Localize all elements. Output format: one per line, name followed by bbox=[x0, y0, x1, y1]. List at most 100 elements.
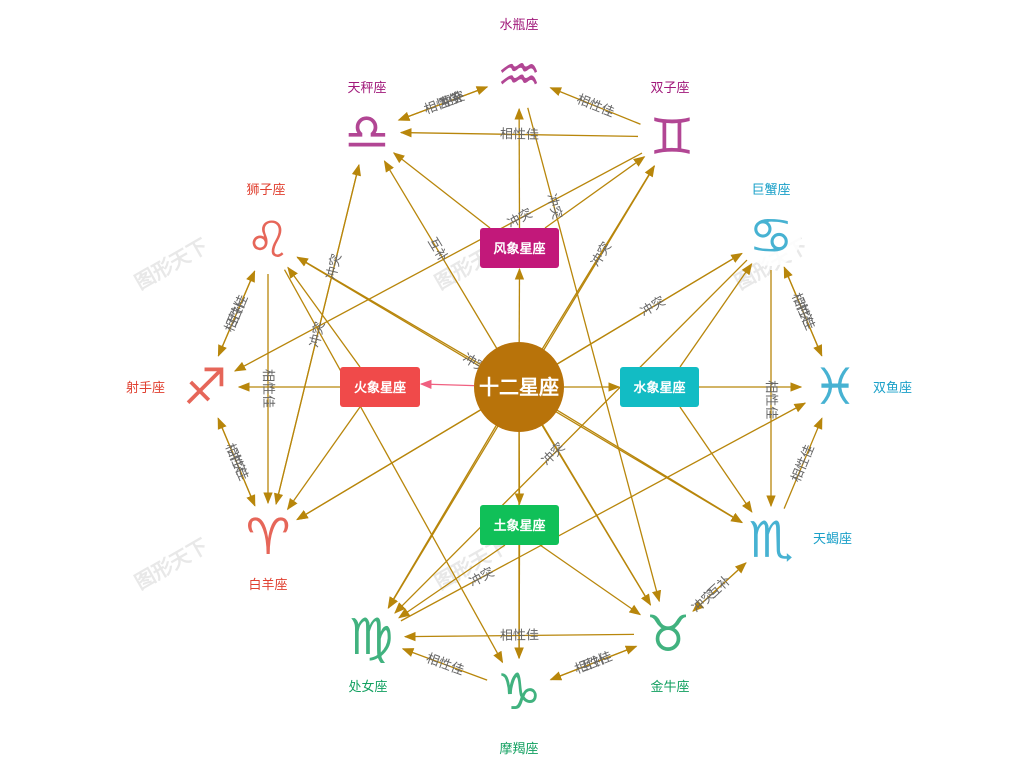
gemini-icon: ♊ bbox=[650, 108, 695, 166]
edge-sagittarius-leo-6 bbox=[217, 270, 256, 357]
sign-layer: ♒ 水瓶座 ♊ 双子座 ♎ 天秤座 ♋ 巨蟹座 ♓双鱼座 ♏ 天蝎座 ♌ 狮子座 ♐ 射手座 ♈ 白羊座 ♍ 处女座… bbox=[126, 18, 912, 757]
edge-fire-leo bbox=[287, 266, 361, 368]
virgo-icon: ♍ bbox=[349, 608, 394, 666]
capricorn-icon: ♑ bbox=[497, 663, 542, 721]
edge-taurus-scorpio-30 bbox=[692, 562, 747, 612]
edge-aries-libra-19 bbox=[275, 163, 361, 505]
edge-water-scorpio bbox=[679, 406, 753, 513]
element-node-earth[interactable]: 土象星座 bbox=[480, 505, 559, 545]
watermark: 图形天下 bbox=[131, 534, 212, 595]
sign-backdrop bbox=[741, 510, 801, 570]
element-label-air: 风象星座 bbox=[493, 241, 545, 257]
edge-label-good: 相性佳 bbox=[500, 628, 539, 643]
sign-label-leo: 狮子座 bbox=[246, 183, 285, 198]
scorpio-icon: ♏ bbox=[749, 511, 794, 569]
element-node-water[interactable]: 水象星座 bbox=[620, 367, 699, 407]
edge-label-complement: 互补 bbox=[424, 235, 450, 265]
edge-water-cancer bbox=[679, 262, 753, 368]
sign-backdrop bbox=[238, 210, 298, 270]
edge-pisces-cancer-11 bbox=[783, 266, 823, 356]
sign-backdrop bbox=[489, 662, 549, 722]
edge-earth-taurus bbox=[539, 544, 642, 616]
edge-label-conflict: 冲突 bbox=[437, 88, 467, 112]
sign-label-pisces: 双鱼座 bbox=[873, 380, 912, 396]
edge-leo-capricorn-24 bbox=[283, 269, 504, 664]
edge-air-libra bbox=[392, 152, 491, 229]
sign-node-leo[interactable]: ♌ 狮子座 bbox=[238, 183, 298, 270]
edge-label-good: 相性佳 bbox=[574, 92, 616, 121]
edge-label-conflict: 冲突 bbox=[543, 192, 565, 221]
edge-earth-virgo bbox=[398, 544, 506, 619]
edge-label-conflict: 冲突 bbox=[638, 293, 669, 320]
edge-label-good: 相性佳 bbox=[424, 651, 466, 679]
center-node[interactable]: 十二星座 bbox=[474, 342, 564, 432]
edge-capricorn-taurus-17 bbox=[550, 645, 638, 681]
aquarius-icon: ♒ bbox=[497, 46, 542, 104]
sign-backdrop bbox=[489, 45, 549, 105]
sign-node-aries[interactable]: ♈ 白羊座 bbox=[238, 507, 298, 593]
sign-node-capricorn[interactable]: ♑ 摩羯座 bbox=[489, 662, 549, 757]
edge-aquarius-libra-4 bbox=[397, 86, 488, 121]
sign-backdrop bbox=[638, 604, 698, 664]
edge-scorpio-pisces-12 bbox=[783, 417, 823, 509]
element-label-earth: 土象星座 bbox=[493, 518, 545, 534]
sign-node-scorpio[interactable]: ♏ 天蝎座 bbox=[741, 510, 852, 570]
sign-label-aquarius: 水瓶座 bbox=[499, 18, 538, 33]
libra-icon: ♎ bbox=[345, 103, 390, 161]
edge-cancer-virgo-23 bbox=[394, 259, 748, 614]
edge-gemini-sagittarius-22 bbox=[233, 152, 643, 372]
sign-label-libra: 天秤座 bbox=[347, 81, 386, 96]
sign-label-sagittarius: 射手座 bbox=[126, 380, 165, 396]
sign-label-aries: 白羊座 bbox=[248, 577, 287, 593]
element-node-fire[interactable]: 火象星座 bbox=[340, 367, 420, 407]
sign-node-taurus[interactable]: ♉ 金牛座 bbox=[638, 604, 698, 695]
edge-air-gemini bbox=[544, 156, 646, 229]
edge-label-good: 相性佳 bbox=[500, 127, 539, 143]
sign-backdrop bbox=[805, 357, 865, 417]
cancer-icon: ♋ bbox=[749, 207, 794, 265]
edge-label-conflict: 冲突 bbox=[307, 320, 329, 349]
edge-center-fire bbox=[419, 379, 475, 390]
sign-label-gemini: 双子座 bbox=[650, 81, 689, 96]
edge-label-good: 相性佳 bbox=[763, 380, 778, 419]
watermark: 图形天下 bbox=[131, 234, 212, 295]
sign-backdrop bbox=[741, 206, 801, 266]
sign-backdrop bbox=[642, 107, 702, 167]
sign-node-libra[interactable]: ♎ 天秤座 bbox=[337, 81, 397, 162]
sign-backdrop bbox=[341, 607, 401, 667]
sign-node-aquarius[interactable]: ♒ 水瓶座 bbox=[489, 18, 549, 105]
leo-icon: ♌ bbox=[246, 211, 291, 269]
sign-label-capricorn: 摩羯座 bbox=[499, 741, 538, 757]
sign-node-virgo[interactable]: ♍ 处女座 bbox=[341, 607, 401, 695]
sign-node-gemini[interactable]: ♊ 双子座 bbox=[642, 81, 702, 167]
sign-label-cancer: 巨蟹座 bbox=[751, 183, 790, 198]
element-label-fire: 火象星座 bbox=[354, 380, 406, 396]
center-label: 十二星座 bbox=[479, 375, 559, 399]
edge-label-complement: 互补 bbox=[579, 652, 609, 675]
edge-label-conflict: 冲突 bbox=[588, 239, 615, 270]
element-node-air[interactable]: 风象星座 bbox=[480, 228, 559, 268]
sign-label-virgo: 处女座 bbox=[348, 679, 387, 695]
sign-node-pisces[interactable]: ♓双鱼座 bbox=[805, 357, 912, 417]
edge-sagittarius-aries-8 bbox=[217, 418, 256, 507]
aries-icon: ♈ bbox=[246, 508, 291, 566]
edge-label-conflict: 冲突 bbox=[323, 252, 345, 281]
sign-backdrop bbox=[238, 507, 298, 567]
edge-gemini-aquarius-0 bbox=[549, 87, 641, 125]
sign-label-taurus: 金牛座 bbox=[650, 679, 689, 695]
edge-gemini-libra-1 bbox=[399, 128, 639, 138]
sign-backdrop bbox=[175, 357, 235, 417]
edge-virgo-pisces-25 bbox=[400, 402, 807, 622]
edge-label-good: 相性佳 bbox=[789, 443, 818, 485]
sagittarius-icon: ♐ bbox=[183, 358, 228, 416]
sign-label-scorpio: 天蝎座 bbox=[813, 532, 852, 547]
element-label-water: 水象星座 bbox=[633, 380, 685, 396]
sign-node-sagittarius[interactable]: ♐ 射手座 bbox=[126, 357, 235, 417]
sign-node-cancer[interactable]: ♋ 巨蟹座 bbox=[741, 183, 801, 266]
edge-capricorn-virgo-15 bbox=[401, 648, 488, 681]
edge-label-good: 相性佳 bbox=[260, 369, 275, 408]
sign-backdrop bbox=[337, 102, 397, 162]
taurus-icon: ♉ bbox=[646, 605, 691, 663]
watermark-layer: 图形天下 图形天下 图形天下 图形天下 图形天下 bbox=[131, 234, 812, 595]
